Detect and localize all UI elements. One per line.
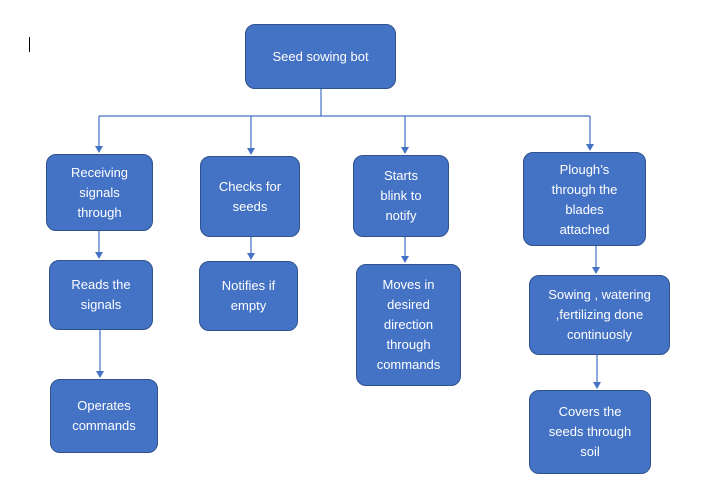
- node-label: Plough’s through the blades attached: [551, 162, 618, 237]
- node-starts-blink: Starts blink to notify: [353, 155, 449, 237]
- node-label: Operates commands: [72, 398, 136, 433]
- node-label: Notifies if empty: [221, 278, 276, 313]
- node-label: Moves in desired direction through comma…: [376, 277, 441, 372]
- node-label: Seed sowing bot: [272, 48, 369, 64]
- node-checks-for-seeds: Checks for seeds: [200, 156, 300, 237]
- node-ploughs-through-blades: Plough’s through the blades attached: [523, 152, 646, 246]
- node-label: Receiving signals through: [70, 164, 129, 220]
- node-moves-in-direction: Moves in desired direction through comma…: [356, 264, 461, 386]
- node-label: Reads the signals: [71, 277, 131, 312]
- node-seed-sowing-bot: Seed sowing bot: [245, 24, 396, 89]
- node-label: Sowing , watering ,fertilizing done cont…: [548, 287, 651, 342]
- node-reads-signals: Reads the signals: [49, 260, 153, 330]
- node-label: Starts blink to notify: [380, 168, 422, 223]
- node-label: Checks for seeds: [218, 178, 282, 214]
- node-covers-seeds: Covers the seeds through soil: [529, 390, 651, 474]
- text-cursor: [29, 37, 30, 52]
- node-sowing-watering-fertilizing: Sowing , watering ,fertilizing done cont…: [529, 275, 670, 355]
- node-operates-commands: Operates commands: [50, 379, 158, 453]
- node-receiving-signals: Receiving signals through: [46, 154, 153, 231]
- node-label: Covers the seeds through soil: [548, 404, 632, 459]
- node-notifies-if-empty: Notifies if empty: [199, 261, 298, 331]
